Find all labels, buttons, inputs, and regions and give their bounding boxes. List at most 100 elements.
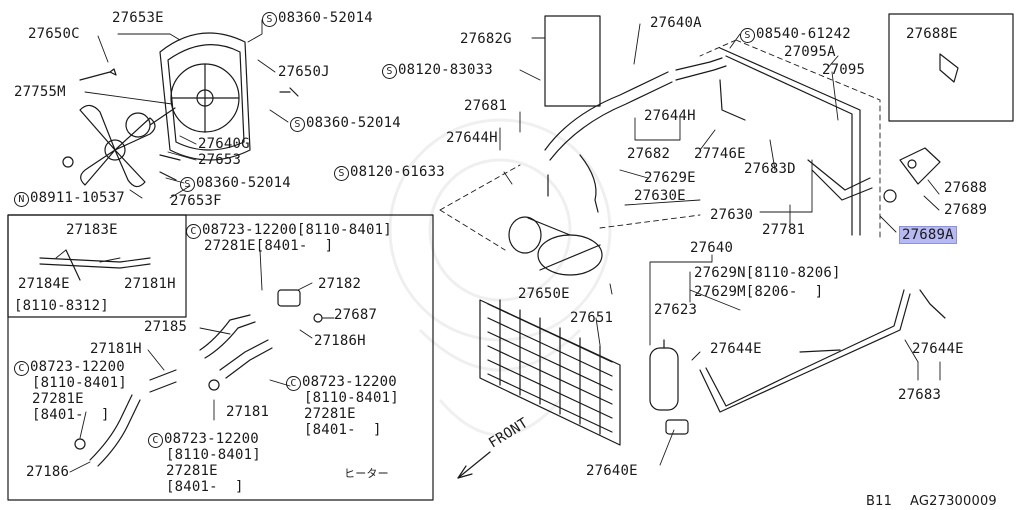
label-27186H: 27186H — [314, 333, 366, 349]
high-pressure-hose — [544, 71, 673, 213]
receiver-bracket — [883, 147, 941, 203]
fan-blade — [79, 104, 156, 188]
watermark-emblem — [388, 118, 612, 437]
part-number: 08723-12200 — [302, 374, 397, 390]
label-27185: 27185 — [144, 319, 188, 335]
label-27755M: 27755M — [14, 84, 66, 100]
label-27630: 27630 — [710, 207, 754, 223]
label-range-c3: [8110-8401] — [304, 390, 399, 406]
label-27640G: 27640G — [198, 136, 250, 152]
label-27644H-b: 27644H — [644, 108, 696, 124]
label-27281E-c4: 27281E — [166, 463, 218, 479]
label-27746E: 27746E — [694, 146, 746, 162]
heater-inset-frame — [7, 214, 434, 501]
part-number: 08120-61633 — [350, 164, 445, 180]
part-number: 08360-52014 — [306, 115, 401, 131]
label-27629N: 27629N[8110-8206] — [694, 265, 841, 281]
label-27629M: 27629M[8206- ] — [694, 284, 824, 300]
label-27683D: 27683D — [744, 161, 796, 177]
inset-27688E — [888, 13, 1014, 122]
c-symbol-icon: C — [148, 433, 163, 448]
part-number: 08723-12200[8110-8401] — [202, 222, 392, 238]
bracket-27688E — [939, 53, 959, 83]
label-27183E: 27183E — [66, 222, 118, 238]
part-number: 08360-52014 — [196, 175, 291, 191]
label-27630E: 27630E — [634, 188, 686, 204]
label-27689: 27689 — [944, 202, 988, 218]
liquid-pipe — [699, 289, 946, 413]
condenser — [479, 299, 621, 446]
label-27281E-c3: 27281E — [304, 406, 356, 422]
label-range-c2: [8110-8401] — [32, 375, 127, 391]
label-27650J: 27650J — [278, 64, 330, 80]
label-27095A: 27095A — [784, 44, 836, 60]
label-27623: 27623 — [654, 302, 698, 318]
label-27281E-c2: 27281E — [32, 391, 84, 407]
inset-27682G — [544, 15, 601, 107]
label-27184E: 27184E — [18, 276, 70, 292]
front-arrow — [457, 451, 491, 479]
label-27644E-a: 27644E — [710, 341, 762, 357]
s-symbol-icon: S — [382, 64, 397, 79]
label-27281E-c1: 27281E[8401- ] — [204, 238, 334, 254]
heater-hoses — [74, 289, 323, 467]
label-27644H-a: 27644H — [446, 130, 498, 146]
part-number: 08723-12200 — [164, 431, 259, 447]
label-27689A-highlighted[interactable]: 27689A — [899, 226, 957, 244]
label-27182: 27182 — [318, 276, 362, 292]
label-27688: 27688 — [944, 180, 988, 196]
heater-label: ヒーター — [344, 467, 389, 480]
diagram-code-ag: AG27300009 — [910, 494, 997, 509]
s-symbol-icon: S — [180, 177, 195, 192]
fan-shroud-assembly — [159, 32, 251, 161]
leader-lines-center — [499, 23, 941, 466]
part-number: 08540-61242 — [756, 26, 851, 42]
part-number: 08120-83033 — [398, 62, 493, 78]
label-27640A: 27640A — [650, 15, 702, 31]
part-number: 08911-10537 — [30, 190, 125, 206]
label-27181H-b: 27181H — [90, 341, 142, 357]
fan-motor — [125, 107, 176, 138]
label-27683: 27683 — [898, 387, 942, 403]
heater-pipe-small — [39, 249, 151, 281]
label-27644E-b: 27644E — [912, 341, 964, 357]
label-27651: 27651 — [570, 310, 614, 326]
label-27181H-a: 27181H — [124, 276, 176, 292]
n-symbol-icon: N — [14, 192, 29, 207]
receiver-drier — [649, 339, 689, 435]
small-bolts — [62, 68, 299, 181]
fan-leader-lines — [84, 19, 289, 199]
label-8110-8312: [8110-8312] — [14, 298, 109, 314]
label-27653: 27653 — [198, 152, 242, 168]
label-27687: 27687 — [334, 307, 378, 323]
label-27688E: 27688E — [906, 26, 958, 42]
label-range2-c2: [8401- ] — [32, 407, 110, 423]
label-27095: 27095 — [822, 62, 866, 78]
label-27781: 27781 — [762, 222, 806, 238]
dashed-outline — [439, 39, 881, 251]
label-27650E: 27650E — [518, 286, 570, 302]
part-number: 08723-12200 — [30, 359, 125, 375]
label-27640E: 27640E — [586, 463, 638, 479]
s-symbol-icon: S — [262, 12, 277, 27]
label-range2-c3: [8401- ] — [304, 422, 382, 438]
s-symbol-icon: S — [290, 117, 305, 132]
label-27653E: 27653E — [112, 10, 164, 26]
label-27629E: 27629E — [644, 170, 696, 186]
label-27682G: 27682G — [460, 31, 512, 47]
label-27682: 27682 — [627, 146, 671, 162]
c-symbol-icon: C — [14, 361, 29, 376]
label-27186: 27186 — [26, 464, 70, 480]
label-range-c4: [8110-8401] — [166, 447, 261, 463]
label-27653F: 27653F — [170, 193, 222, 209]
label-27681: 27681 — [464, 98, 508, 114]
